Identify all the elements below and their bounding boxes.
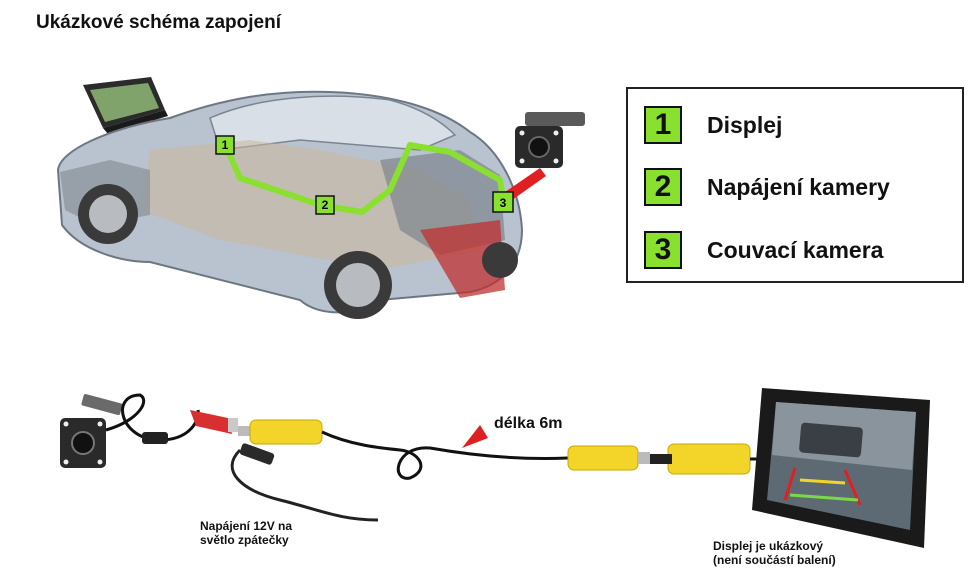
cable-splitter (142, 432, 168, 444)
car-marker-3: 3 (492, 191, 514, 213)
legend-box: 1 Displej 2 Napájení kamery 3 Couvací ka… (626, 87, 964, 283)
camera-link-beam (505, 168, 546, 200)
extension-cable (321, 430, 569, 480)
rear-camera-image (515, 112, 585, 168)
display-caption: Displej je ukázkový (není součástí balen… (713, 539, 836, 567)
legend-item-reverse-camera: 3 Couvací kamera (644, 230, 883, 270)
car-body-image (56, 90, 524, 319)
display-rca-yellow (567, 443, 751, 475)
car-marker-2-label: 2 (322, 198, 329, 212)
wiring-path (220, 138, 506, 215)
kit-camera-image (60, 393, 123, 468)
cable-length-label: délka 6m (494, 415, 563, 432)
power-caption: Napájení 12V na světlo zpátečky (200, 519, 293, 547)
car-marker-3-label: 3 (500, 196, 507, 210)
page-title: Ukázkové schéma zapojení (36, 12, 281, 33)
camera-rca-yellow (238, 419, 323, 445)
car-marker-1-label: 1 (222, 138, 229, 152)
legend-number-1: 1 (644, 106, 682, 144)
car-marker-1: 1 (215, 135, 235, 155)
red-rca-plug (190, 410, 232, 434)
dashboard-monitor-image (83, 77, 168, 134)
legend-number-2: 2 (644, 168, 682, 206)
legend-number-3: 3 (644, 231, 682, 269)
legend-label-3: Couvací kamera (707, 236, 884, 263)
power-plug (239, 443, 275, 465)
kit-display-image (752, 388, 930, 548)
legend-item-display: 1 Displej (644, 105, 782, 145)
legend-label-2: Napájení kamery (707, 173, 890, 200)
power-cable (230, 448, 379, 522)
car-marker-2: 2 (315, 195, 335, 215)
camera-cable (105, 393, 200, 442)
legend-label-1: Displej (707, 111, 783, 138)
red-rca-tip (228, 418, 238, 432)
length-pointer (462, 425, 488, 448)
legend-item-camera-power: 2 Napájení kamery (644, 167, 890, 207)
